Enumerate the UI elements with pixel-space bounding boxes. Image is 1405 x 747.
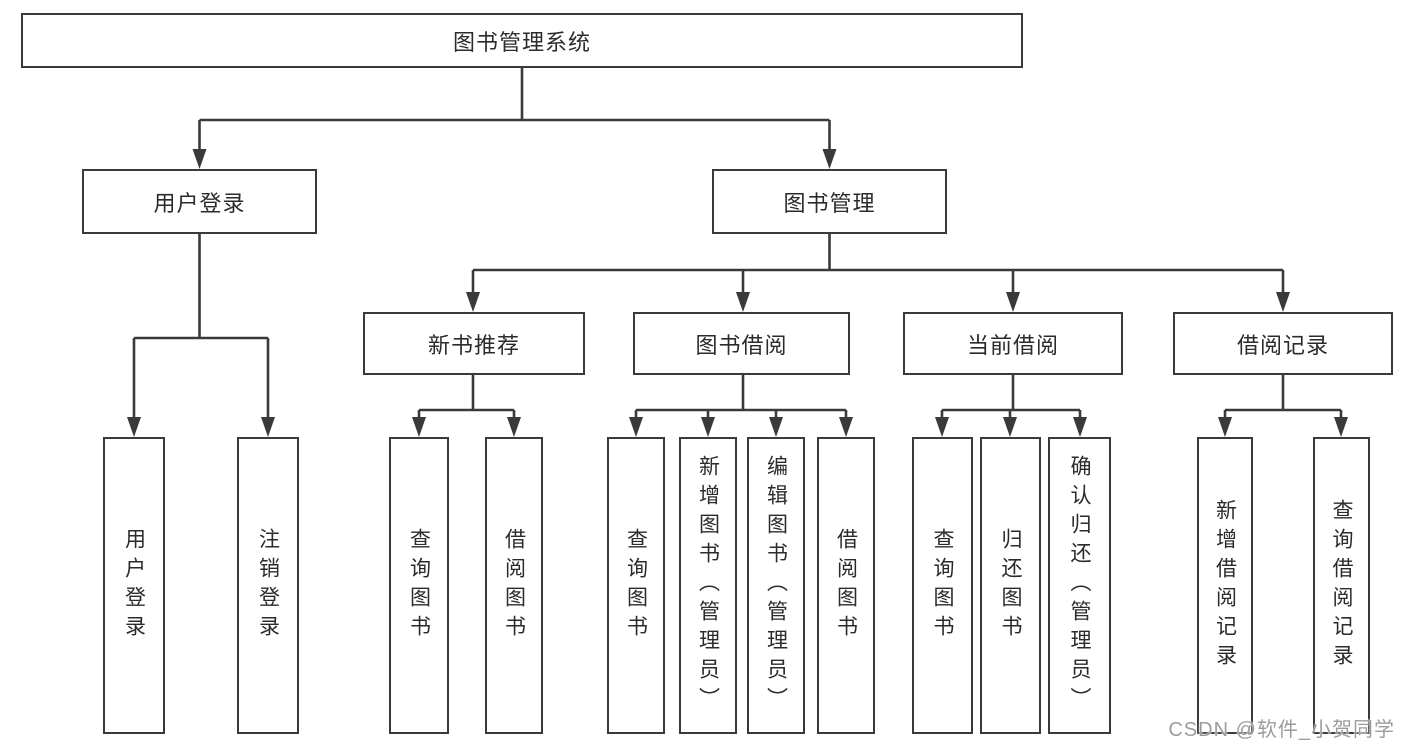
- node-current-borrowing-label: 当前借阅: [966, 332, 1059, 358]
- node-root-system: 图书管理系统: [21, 13, 1023, 68]
- node-new-book-recommend-label: 新书推荐: [427, 332, 520, 358]
- leaf-current-return-books-label: 归还图书: [999, 527, 1022, 644]
- leaf-records-query-borrow-record-label: 查询借阅记录: [1330, 498, 1353, 673]
- leaf-records-add-borrow-record: 新增借阅记录: [1197, 437, 1253, 734]
- leaf-borrowing-edit-books-admin-label: 编辑图书（管理员）: [764, 455, 788, 716]
- leaf-logout-label: 注销登录: [256, 527, 280, 644]
- node-borrow-records-label: 借阅记录: [1236, 332, 1329, 358]
- leaf-borrowing-add-books-admin-label: 新增图书（管理员）: [696, 455, 720, 716]
- connectors-new-book-children: [412, 375, 521, 437]
- leaf-user-login: 用户登录: [103, 437, 165, 734]
- connectors-user-login-children: [127, 234, 275, 437]
- connectors-root-to-level2: [192, 68, 837, 169]
- node-book-borrowing-label: 图书借阅: [695, 332, 788, 358]
- node-book-borrowing: 图书借阅: [633, 312, 850, 375]
- leaf-newbook-borrow-books-label: 借阅图书: [502, 527, 526, 644]
- leaf-borrowing-borrow-books-label: 借阅图书: [834, 527, 858, 644]
- node-new-book-recommend: 新书推荐: [363, 312, 585, 375]
- connectors-current-borrowing-children: [935, 375, 1087, 437]
- leaf-records-add-borrow-record-label: 新增借阅记录: [1213, 498, 1237, 673]
- node-user-login: 用户登录: [82, 169, 317, 234]
- leaf-newbook-query-books-label: 查询图书: [407, 527, 431, 644]
- csdn-watermark: CSDN @软件_小贺同学: [1168, 719, 1395, 741]
- leaf-logout: 注销登录: [237, 437, 299, 734]
- leaf-borrowing-edit-books-admin: 编辑图书（管理员）: [747, 437, 805, 734]
- node-user-login-label: 用户登录: [153, 190, 246, 216]
- leaf-current-confirm-return-admin-label: 确认归还（管理员）: [1068, 455, 1091, 716]
- leaf-current-return-books: 归还图书: [980, 437, 1041, 734]
- leaf-borrowing-query-books-label: 查询图书: [624, 527, 648, 644]
- leaf-user-login-label: 用户登录: [122, 527, 146, 644]
- leaf-newbook-query-books: 查询图书: [389, 437, 449, 734]
- node-book-management: 图书管理: [712, 169, 947, 234]
- connectors-borrow-records-children: [1218, 375, 1348, 437]
- node-root-system-label: 图书管理系统: [452, 29, 591, 55]
- leaf-current-confirm-return-admin: 确认归还（管理员）: [1048, 437, 1111, 734]
- leaf-records-query-borrow-record: 查询借阅记录: [1313, 437, 1370, 734]
- leaf-borrowing-query-books: 查询图书: [607, 437, 665, 734]
- node-current-borrowing: 当前借阅: [903, 312, 1123, 375]
- leaf-borrowing-add-books-admin: 新增图书（管理员）: [679, 437, 737, 734]
- node-borrow-records: 借阅记录: [1173, 312, 1393, 375]
- connectors-book-borrowing-children: [629, 375, 853, 437]
- leaf-current-query-books-label: 查询图书: [931, 527, 954, 644]
- node-book-management-label: 图书管理: [783, 190, 876, 216]
- leaf-current-query-books: 查询图书: [912, 437, 973, 734]
- connectors-book-management-children: [466, 234, 1290, 312]
- leaf-newbook-borrow-books: 借阅图书: [485, 437, 543, 734]
- leaf-borrowing-borrow-books: 借阅图书: [817, 437, 875, 734]
